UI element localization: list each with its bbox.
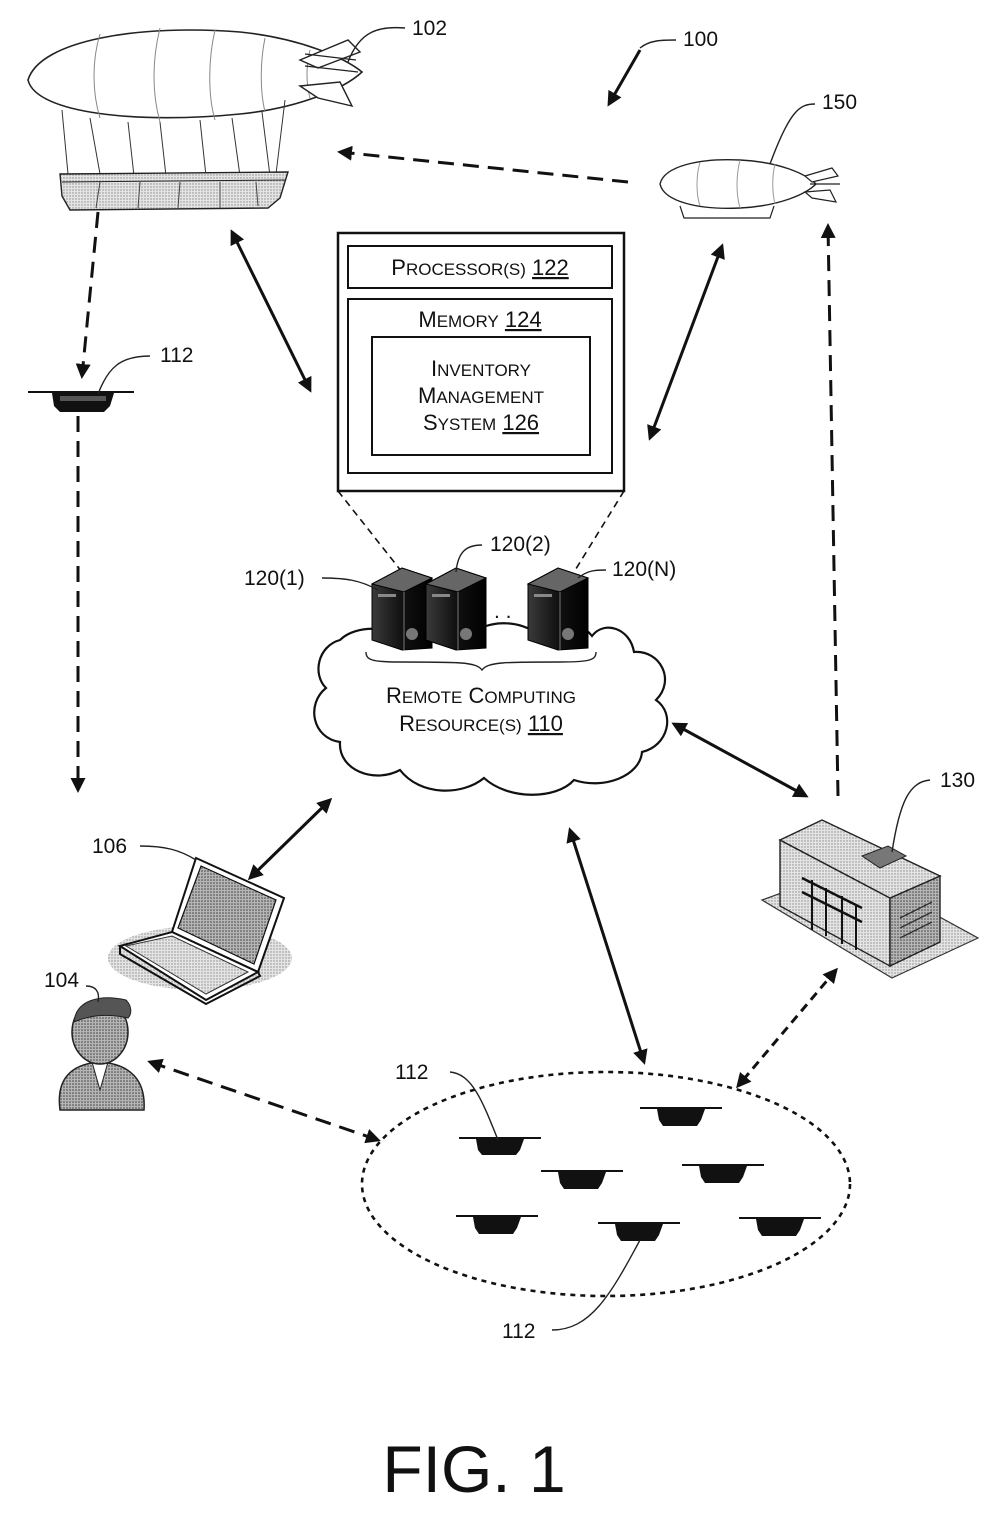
leader-100	[640, 40, 676, 48]
arrow-warehouse-nodes	[738, 970, 836, 1086]
ref-label-100: 100	[683, 28, 718, 51]
figure-caption: FIG. 1	[382, 1432, 565, 1506]
ref-label-120-n: 120(N)	[612, 558, 676, 581]
arrow-shuttle-resources	[650, 246, 722, 438]
arrow-resources-nodes	[570, 830, 644, 1062]
sensor-node-icon	[28, 392, 134, 412]
leader-112-top	[98, 356, 150, 394]
leader-120-2	[456, 545, 482, 572]
sensor-node-icon-3	[541, 1171, 623, 1189]
leader-130	[892, 780, 930, 852]
arrow-resources-laptop	[250, 800, 330, 878]
leader-112-a	[450, 1072, 498, 1140]
leader-112-b	[552, 1240, 640, 1330]
arrow-resources-warehouse	[674, 724, 806, 796]
leader-120-1	[322, 578, 378, 590]
sensor-node-icon-5	[456, 1216, 538, 1234]
arrow-airship-to-node	[82, 212, 98, 376]
arrow-shuttle-to-airship	[340, 152, 628, 182]
server-icon-2	[426, 568, 486, 650]
ref-label-112-b: 112	[502, 1320, 535, 1343]
ref-label-104: 104	[44, 969, 79, 992]
ref-label-106: 106	[92, 835, 127, 858]
server-icon-1	[372, 568, 432, 650]
ref-label-120-1: 120(1)	[244, 567, 305, 590]
callout-left	[338, 491, 402, 572]
sensor-node-icon-4	[682, 1165, 764, 1183]
arrow-100	[609, 50, 640, 104]
ref-label-112-a: 112	[395, 1061, 428, 1084]
laptop-icon	[108, 858, 292, 1004]
sensor-node-icon-1	[459, 1138, 541, 1155]
leader-102	[348, 28, 405, 62]
sensor-node-icon-2	[640, 1108, 722, 1126]
arrow-airship-resources	[232, 232, 310, 390]
arrow-user-nodes	[150, 1062, 378, 1140]
sensor-node-icon-7	[739, 1218, 821, 1236]
leader-106	[140, 846, 196, 860]
ref-label-150: 150	[822, 91, 857, 114]
server-icon-n	[528, 568, 588, 650]
ref-label-102: 102	[412, 17, 447, 40]
inventory-area-boundary	[362, 1072, 850, 1296]
ref-label-112-top: 112	[160, 344, 193, 367]
sensor-node-icon-6	[598, 1223, 680, 1241]
airship-icon	[28, 28, 362, 210]
ref-label-130: 130	[940, 769, 975, 792]
shuttle-airship-icon	[660, 160, 840, 218]
user-icon	[59, 998, 144, 1110]
arrow-warehouse-to-shuttle	[828, 226, 838, 796]
server-ellipsis: . .	[494, 600, 512, 623]
ref-label-120-2: 120(2)	[490, 533, 551, 556]
cloud-shape	[314, 623, 667, 795]
leader-150	[770, 104, 815, 164]
warehouse-icon	[762, 820, 978, 978]
